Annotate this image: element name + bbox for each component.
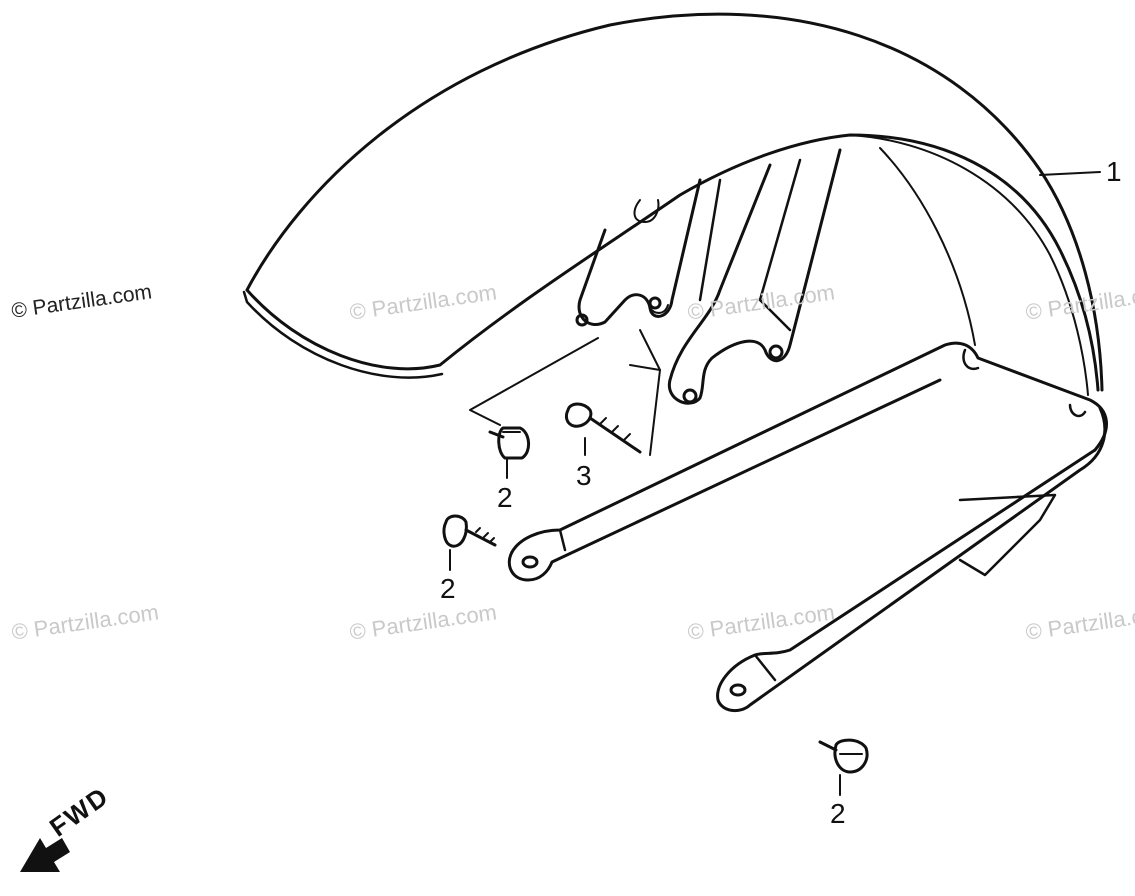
callout-bolt-c: 2	[830, 798, 846, 829]
bolt-c	[818, 738, 869, 774]
callout-bolt-a: 2	[497, 482, 513, 513]
front-fender	[242, 12, 1104, 396]
bolt-a	[488, 426, 530, 460]
bolt-b	[442, 514, 497, 548]
callout-fender: 1	[1106, 156, 1122, 187]
callout-screw: 3	[576, 460, 592, 491]
screw	[564, 402, 642, 454]
fender-stay	[507, 341, 1108, 713]
callout-bolt-b: 2	[440, 573, 456, 604]
leader-lines	[449, 171, 1101, 796]
arrow-down-left-icon	[20, 838, 70, 872]
fender-brackets	[575, 148, 842, 405]
